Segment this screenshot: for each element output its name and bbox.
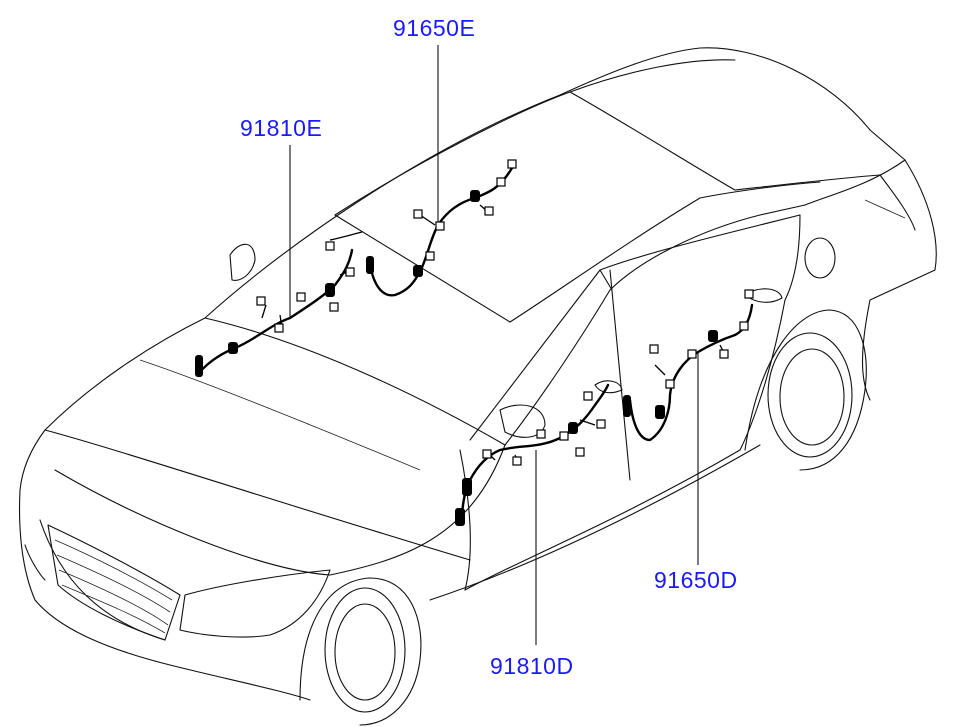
part-label-91650d[interactable]: 91650D <box>654 567 738 593</box>
part-label-91810d[interactable]: 91810D <box>490 653 574 679</box>
part-label-91650e[interactable]: 91650E <box>393 15 476 41</box>
harness-91650e <box>366 159 517 297</box>
harness-91810d <box>455 383 610 526</box>
rear-wheel <box>744 309 867 471</box>
harness-91650d <box>623 289 754 442</box>
car-body <box>18 47 937 701</box>
front-wheel <box>299 577 422 726</box>
part-label-91810e[interactable]: 91810E <box>240 115 323 141</box>
